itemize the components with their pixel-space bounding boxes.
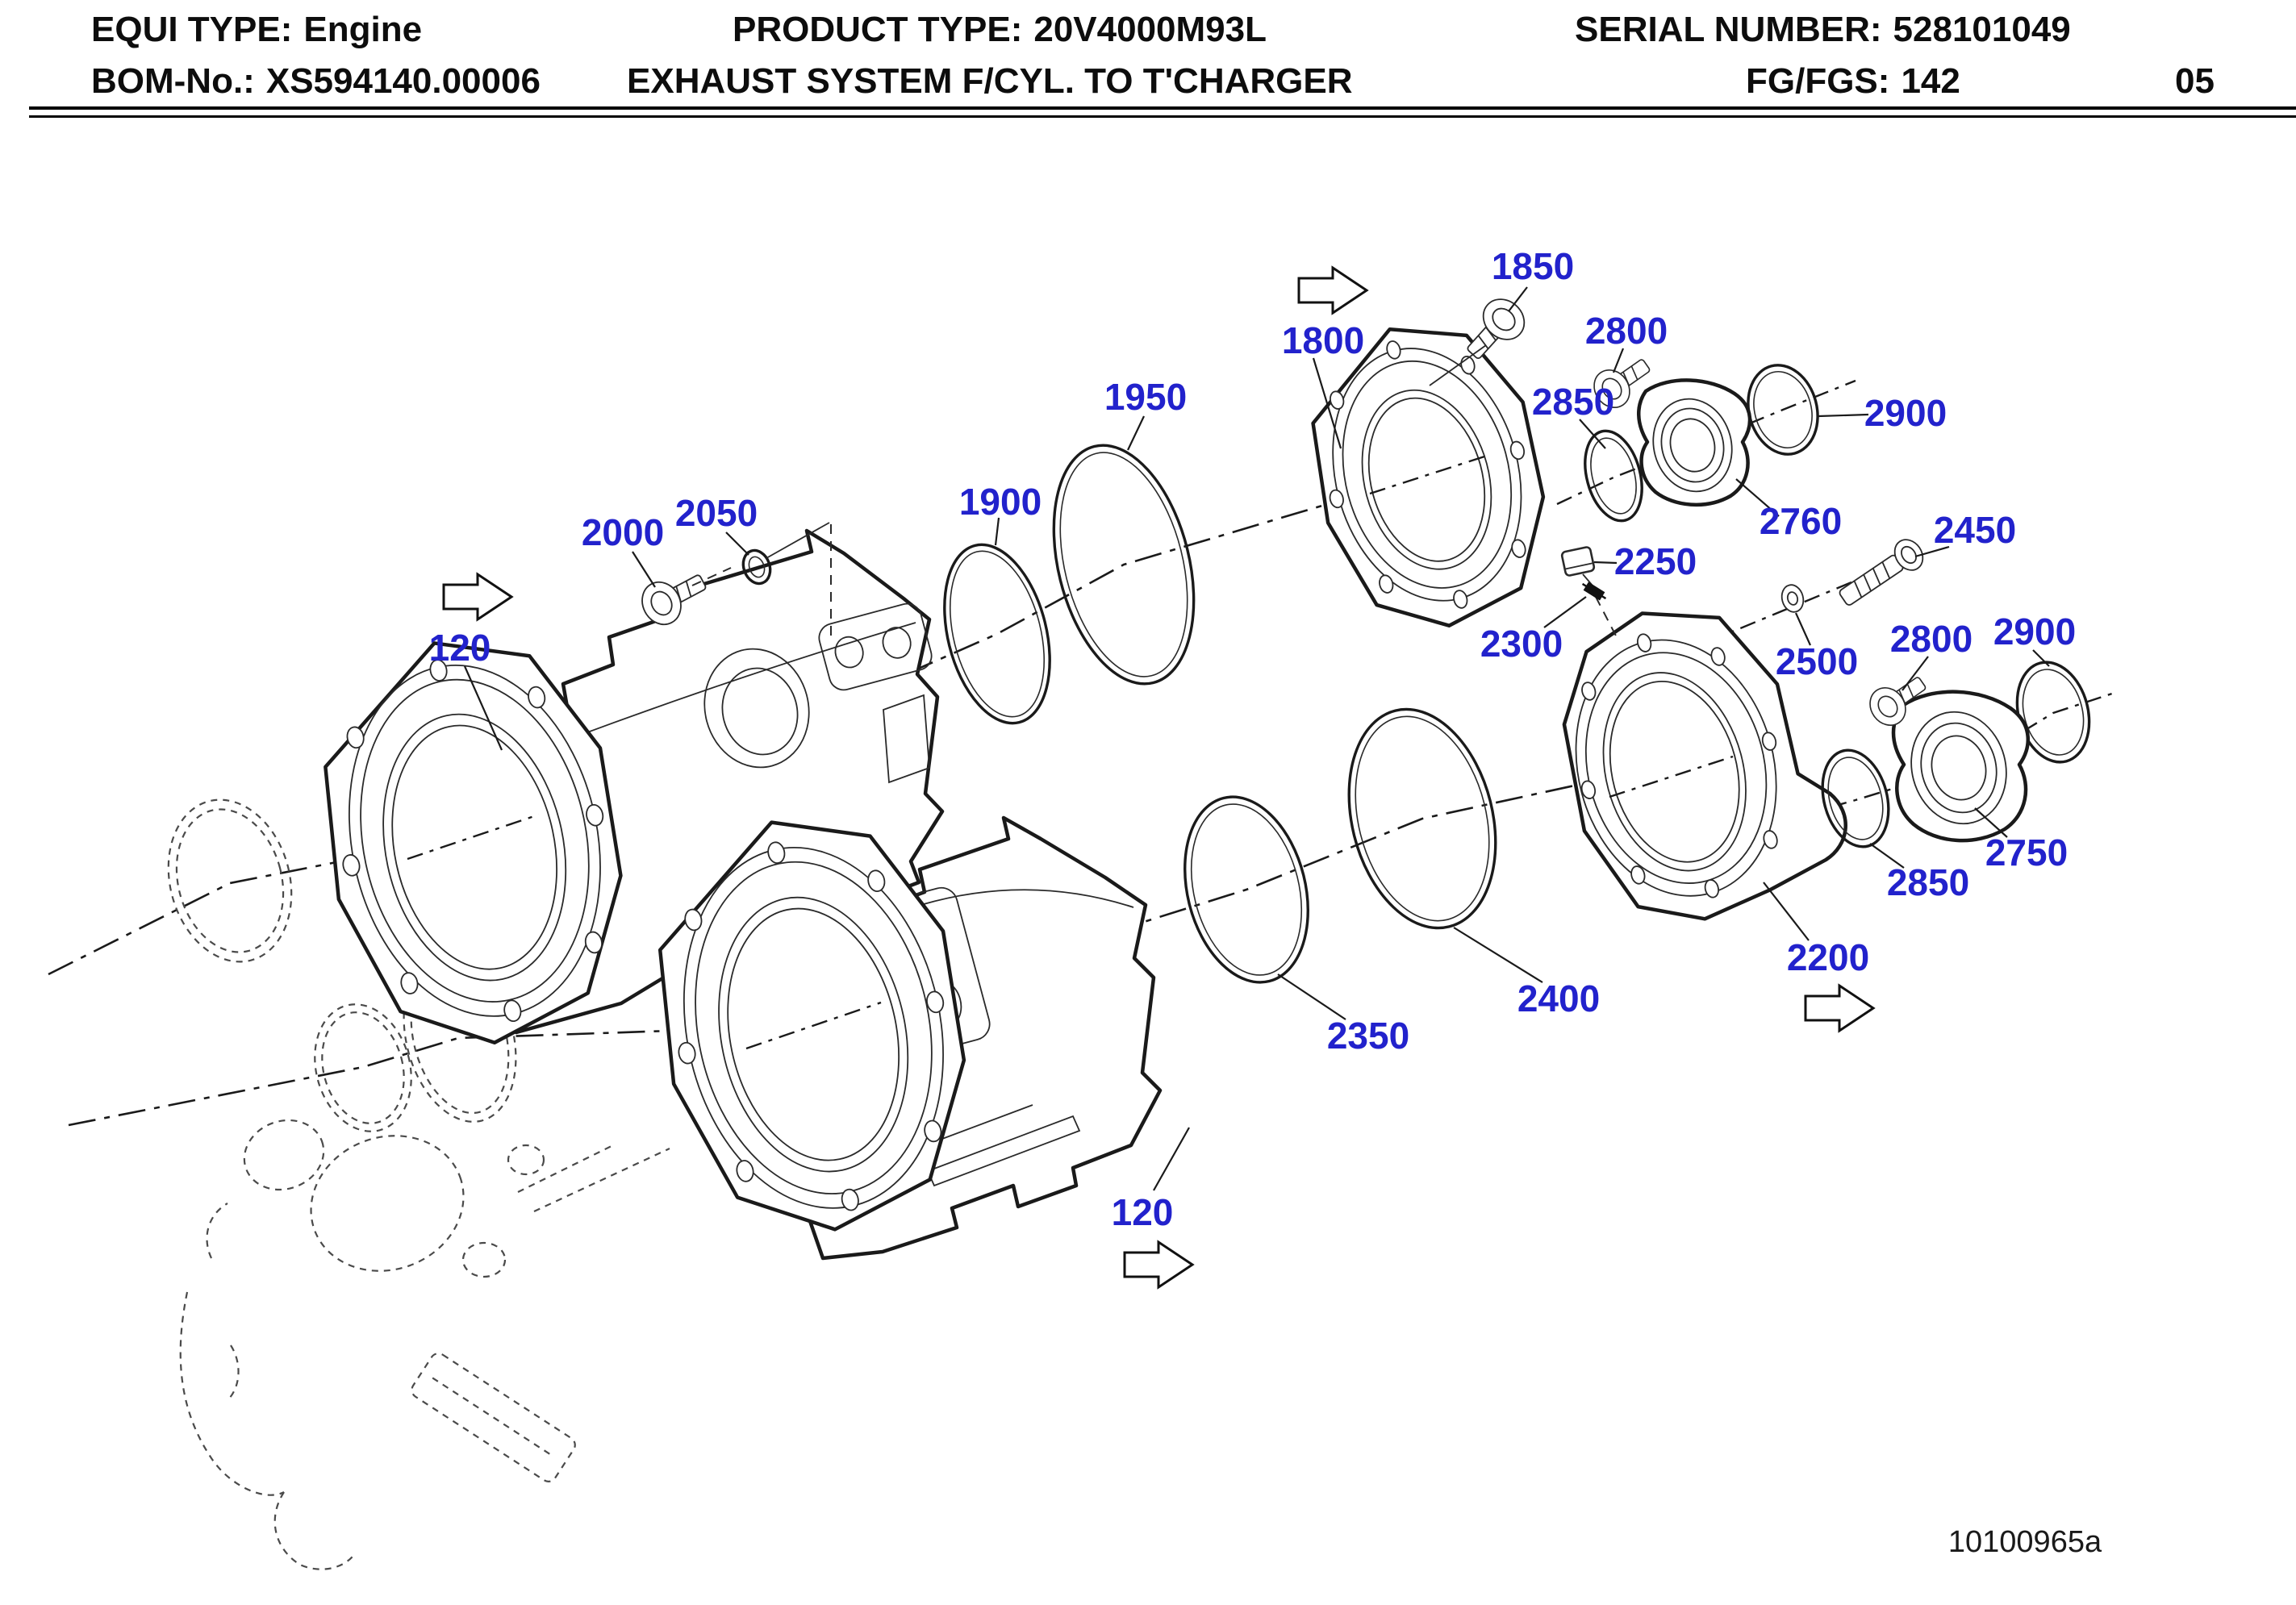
equi-type: EQUI TYPE: Engine [91,10,422,50]
header-divider [29,106,2296,118]
part-2400-gasket [1347,707,1497,930]
callout-2300: 2300 [1480,623,1563,665]
product-type-value: 20V4000M93L [1033,10,1267,49]
part-1900-gasket [943,543,1051,725]
serial-number-label: SERIAL NUMBER: [1575,10,1882,49]
ghost-adjacent-parts [167,798,670,1570]
callout-2350: 2350 [1327,1015,1409,1057]
equi-type-label: EQUI TYPE: [91,10,293,49]
part-2350-gasket [1183,795,1309,984]
fg-fgs-value: 142 [1901,61,1960,101]
assembly-description: EXHAUST SYSTEM F/CYL. TO T'CHARGER [627,61,1353,101]
callout-2500: 2500 [1776,640,1858,682]
callout-2200: 2200 [1787,936,1869,978]
callout-2050: 2050 [675,492,758,534]
part-120-flange-left [324,641,623,1044]
serial-number: SERIAL NUMBER: 528101049 [1575,10,2071,50]
callout-2850-upper: 2850 [1532,381,1614,423]
callout-2250: 2250 [1614,540,1697,582]
sheet-number: 05 [2175,61,2215,101]
direction-arrows [442,265,1876,1290]
direction-arrow-icon [1804,983,1876,1033]
bom-no: BOM-No.:XS594140.00006 [91,61,541,102]
product-type-label: PRODUCT TYPE: [733,10,1023,49]
callout-120-left: 120 [429,627,491,669]
part-2050-seal-ring [741,548,772,586]
part-2850-oring-upper [1584,429,1643,523]
part-2450-bolt [1839,539,1924,606]
callout-2900-upper: 2900 [1864,392,1947,434]
callouts: 1850 1800 2800 1950 2850 2900 1900 2760 … [429,245,2077,1233]
part-2750-collar [1891,690,2030,843]
bore-centerlines [407,455,1734,1050]
equi-type-value: Engine [303,10,423,49]
callout-2800-upper: 2800 [1585,310,1668,352]
bom-no-label: BOM-No.: [91,61,255,101]
product-type: PRODUCT TYPE: 20V4000M93L [733,10,1267,50]
direction-arrow-icon [442,572,514,622]
part-2800-bolt-lower [1869,677,1927,726]
callout-1900: 1900 [959,481,1042,523]
callout-2850-lower: 2850 [1887,861,1969,903]
drawing-number: 10100965a [1948,1525,2102,1559]
part-2300-stud [1581,582,1607,601]
callout-1950: 1950 [1104,376,1187,418]
part-2200-flange [1562,611,1847,921]
bom-no-value: XS594140.00006 [265,61,541,101]
callout-1850: 1850 [1492,245,1574,287]
part-1800-flange [1311,327,1546,627]
callout-2450: 2450 [1934,509,2016,551]
callout-2400: 2400 [1517,978,1600,1019]
direction-arrow-icon [1297,265,1369,315]
callout-2000: 2000 [582,511,664,553]
fg-fgs: FG/FGS: 142 [1746,61,1960,102]
serial-number-value: 528101049 [1893,10,2071,49]
part-1850-bolt [1467,298,1526,360]
part-2800-bolt-upper [1593,359,1651,408]
callout-2750: 2750 [1985,832,2068,873]
callout-2900-lower: 2900 [1993,611,2076,652]
part-1950-gasket [1052,444,1196,686]
fg-fgs-label: FG/FGS: [1746,61,1890,101]
part-2850-oring-lower [1821,748,1890,848]
callout-120-bottom: 120 [1112,1191,1174,1233]
part-2500-washer [1780,584,1805,613]
part-2250-square-nut [1560,546,1596,577]
part-2760-collar [1637,378,1752,507]
callout-1800: 1800 [1282,319,1364,361]
callout-2760: 2760 [1760,500,1842,542]
callout-2800-lower: 2800 [1890,618,1972,660]
direction-arrow-icon [1123,1240,1195,1290]
part-2000-bolt [641,574,707,626]
callout-leaders [463,286,2050,1191]
